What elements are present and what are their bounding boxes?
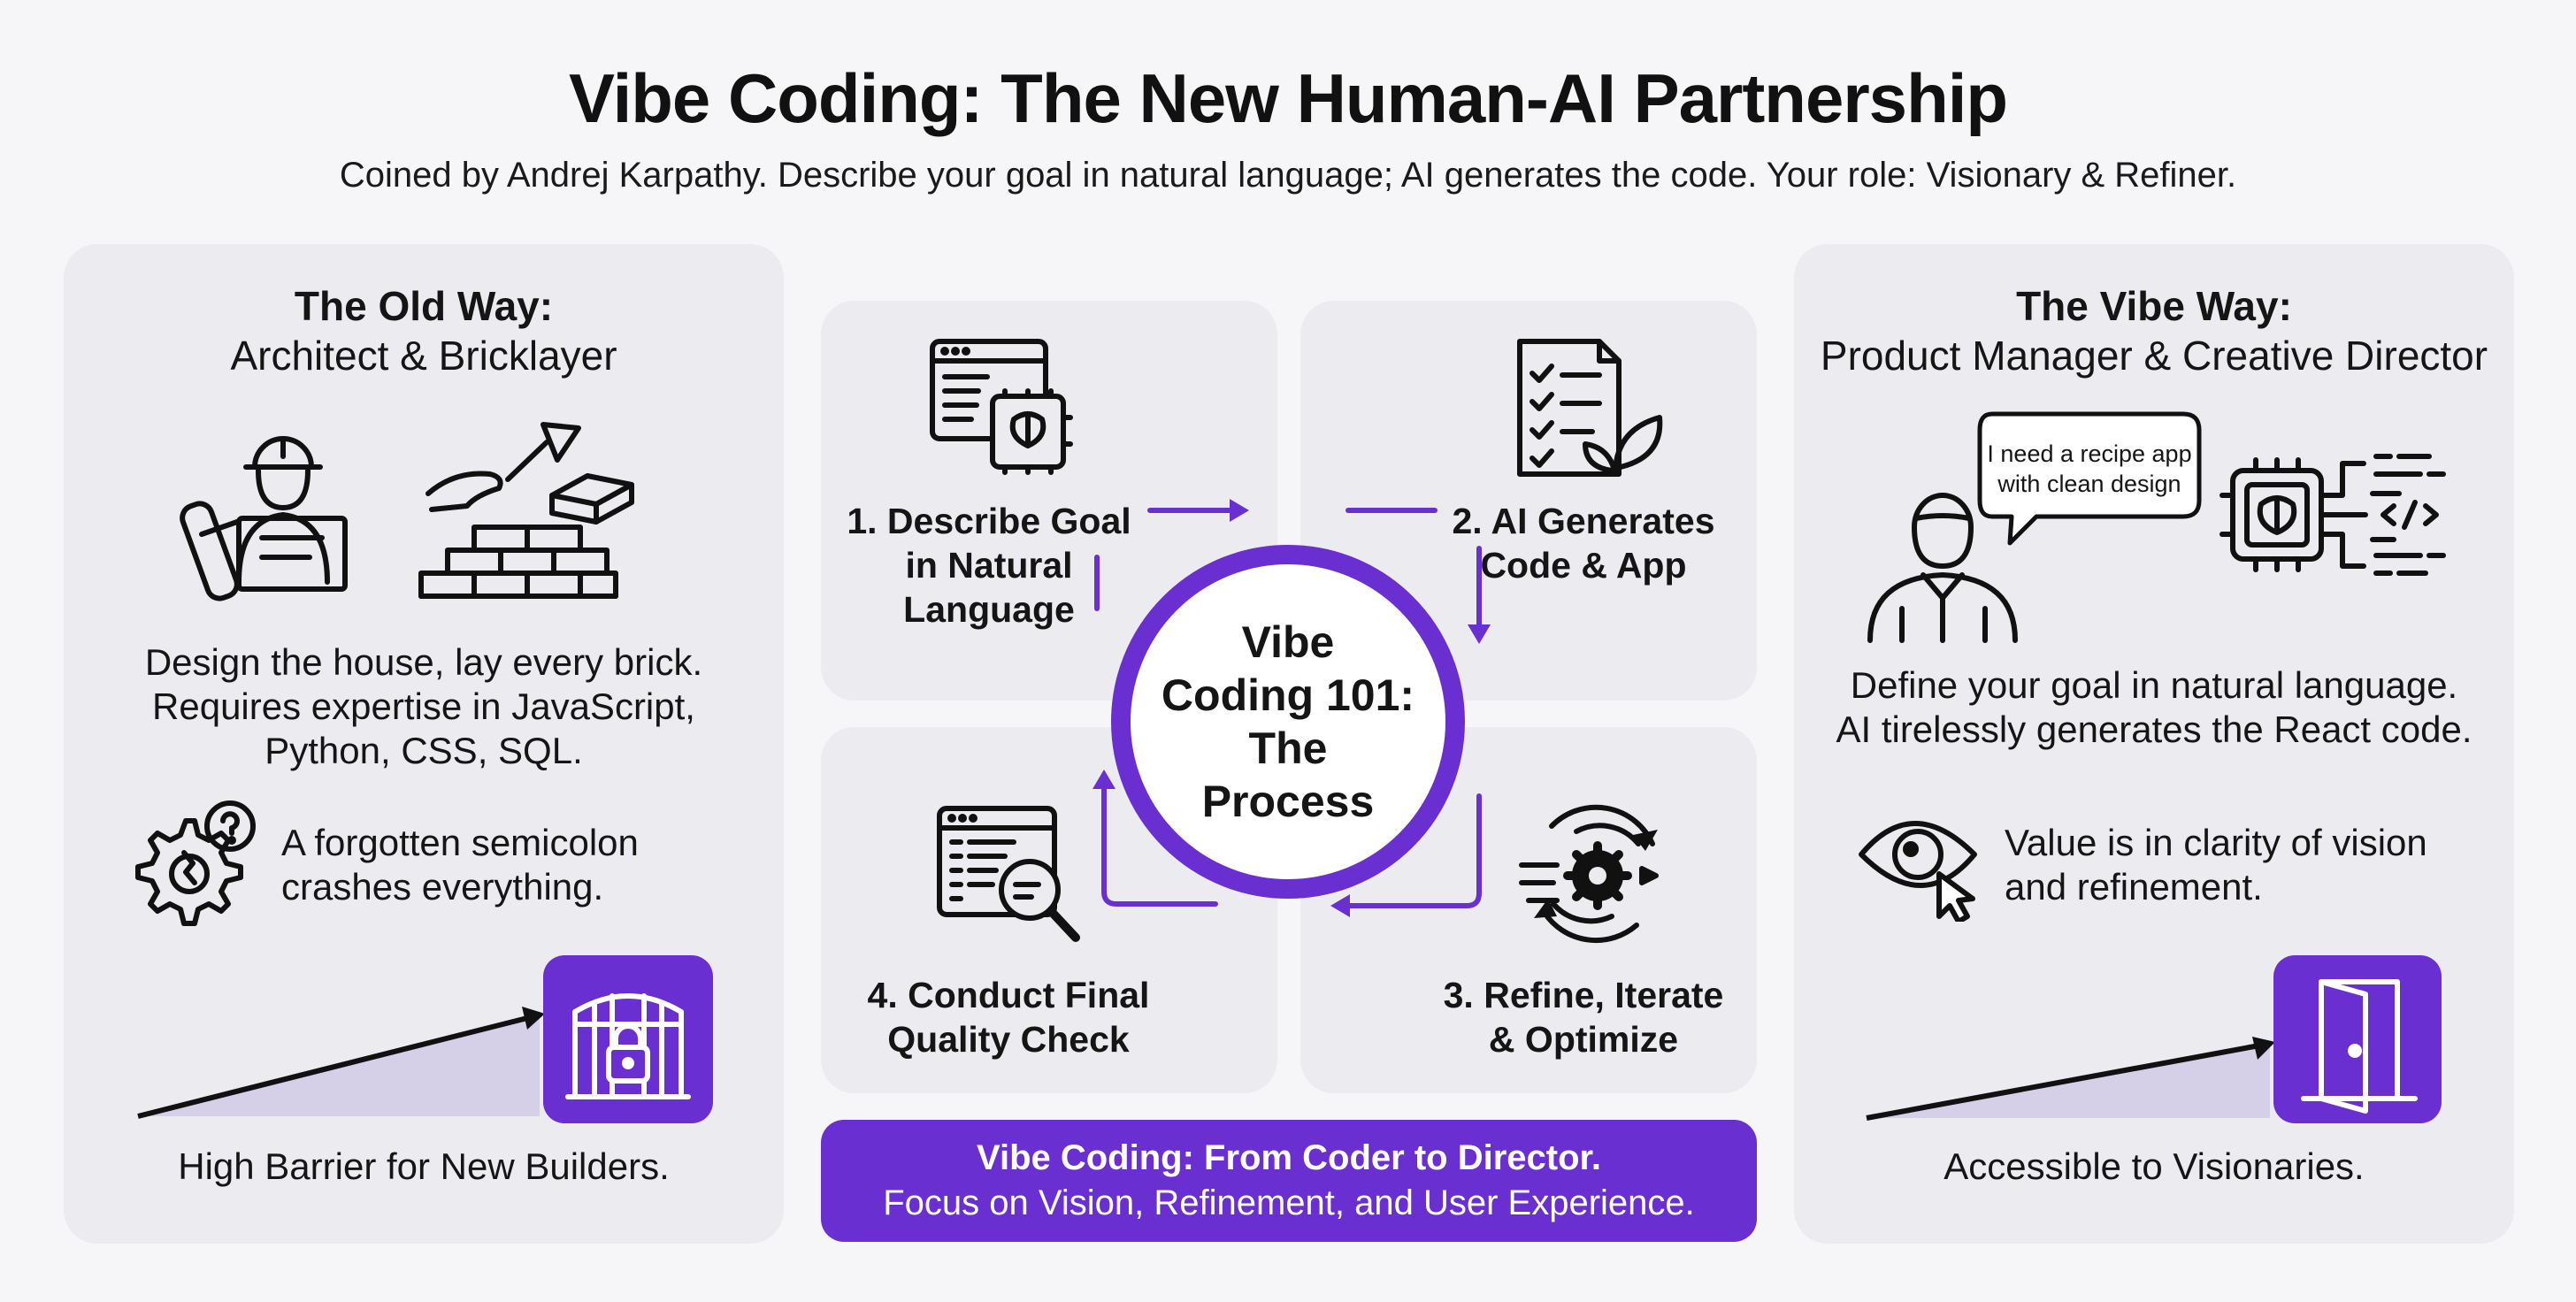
page-title: Vibe Coding: The New Human-AI Partnershi… xyxy=(568,59,2008,137)
process-center-text: Vibe Coding 101: The Process xyxy=(1162,616,1414,828)
ai-chip-code-icon xyxy=(2217,442,2473,593)
old-way-description-line: Design the house, lay every brick. xyxy=(144,641,703,683)
vibe-way-footer: Accessible to Visionaries. xyxy=(1944,1145,2365,1187)
barrier-ramp-graphic xyxy=(137,1007,545,1119)
old-way-description-line: Python, CSS, SQL. xyxy=(264,730,583,771)
vibe-way-description: Define your goal in natural language. AI… xyxy=(1794,663,2514,752)
page-subtitle: Coined by Andrej Karpathy. Describe your… xyxy=(339,156,2237,195)
vibe-way-description-line: Define your goal in natural language. xyxy=(1850,664,2458,706)
process-center-line: The xyxy=(1248,724,1328,773)
eye-cursor-icon xyxy=(1854,807,1987,922)
process-center-line: Vibe xyxy=(1241,617,1335,667)
speech-line: I need a recipe app xyxy=(1987,440,2192,467)
old-way-warning: A forgotten semicolon crashes everything… xyxy=(281,821,759,909)
step-4-label-line: Quality Check xyxy=(887,1019,1130,1060)
open-door-badge xyxy=(2273,955,2442,1123)
open-door-icon xyxy=(2301,979,2418,1114)
speech-bubble xyxy=(1977,411,2202,546)
gear-cycle-icon xyxy=(1513,794,1672,954)
old-way-warning-line: crashes everything. xyxy=(281,866,604,908)
old-way-title: The Old Way: xyxy=(294,283,554,329)
process-center-line: Coding 101: xyxy=(1161,670,1415,720)
step-1-label-line: 1. Describe Goal xyxy=(847,501,1131,541)
process-center-line: Process xyxy=(1201,777,1375,826)
step-2-label-line: Code & App xyxy=(1480,545,1687,586)
vibe-way-heading: The Vibe Way: Product Manager & Creative… xyxy=(1794,281,2514,380)
code-window-magnifier-icon xyxy=(934,803,1093,954)
vibe-way-role: Product Manager & Creative Director xyxy=(1820,333,2488,379)
arrow-step3-loop xyxy=(1344,793,1482,908)
step-1-label: 1. Describe Goal in Natural Language xyxy=(839,499,1139,632)
checklist-leaf-icon xyxy=(1511,334,1670,485)
code-window-ai-chip-icon xyxy=(925,334,1076,476)
old-way-heading: The Old Way: Architect & Bricklayer xyxy=(64,281,784,380)
vibe-way-value-line: and refinement. xyxy=(2005,866,2263,908)
vibe-way-title: The Vibe Way: xyxy=(2016,283,2292,329)
summary-banner: Vibe Coding: From Coder to Director. Foc… xyxy=(821,1120,1757,1242)
vibe-way-description-line: AI tirelessly generates the React code. xyxy=(1836,708,2472,750)
builder-blueprint-icon xyxy=(177,414,389,609)
accessible-ramp-graphic xyxy=(1866,1037,2275,1121)
step-1-label-line: in Natural xyxy=(905,545,1073,586)
bricks-trowel-icon xyxy=(410,414,640,623)
banner-subline: Focus on Vision, Refinement, and User Ex… xyxy=(883,1183,1695,1222)
locked-gate-badge xyxy=(543,955,713,1123)
step-4-label-line: 4. Conduct Final xyxy=(867,975,1150,1015)
step-2-label: 2. AI Generates Code & App xyxy=(1433,499,1734,587)
person-icon xyxy=(1861,478,2020,646)
vibe-way-value-line: Value is in clarity of vision xyxy=(2005,822,2427,863)
old-way-role: Architect & Bricklayer xyxy=(230,333,617,379)
arrow-step4-up xyxy=(1101,783,1218,907)
step-4-label: 4. Conduct Final Quality Check xyxy=(849,973,1168,1061)
speech-line: with clean design xyxy=(1997,471,2181,497)
step-3-label-line: 3. Refine, Iterate xyxy=(1443,975,1724,1015)
locked-gate-icon xyxy=(565,993,691,1099)
broken-gear-question-icon xyxy=(133,798,265,927)
banner-headline: Vibe Coding: From Coder to Director. xyxy=(977,1138,1601,1177)
old-way-description: Design the house, lay every brick. Requi… xyxy=(64,640,784,773)
step-3-label: 3. Refine, Iterate & Optimize xyxy=(1415,973,1752,1061)
vibe-way-value: Value is in clarity of vision and refine… xyxy=(2005,821,2500,909)
speech-bubble-text: I need a recipe app with clean design xyxy=(1980,439,2199,499)
step-2-label-line: 2. AI Generates xyxy=(1452,501,1715,541)
step-1-label-line: Language xyxy=(903,589,1075,630)
process-center-circle: Vibe Coding 101: The Process xyxy=(1111,545,1465,899)
old-way-warning-line: A forgotten semicolon xyxy=(281,822,639,863)
old-way-footer: High Barrier for New Builders. xyxy=(178,1145,670,1187)
old-way-description-line: Requires expertise in JavaScript, xyxy=(152,685,695,727)
step-3-label-line: & Optimize xyxy=(1488,1019,1679,1060)
